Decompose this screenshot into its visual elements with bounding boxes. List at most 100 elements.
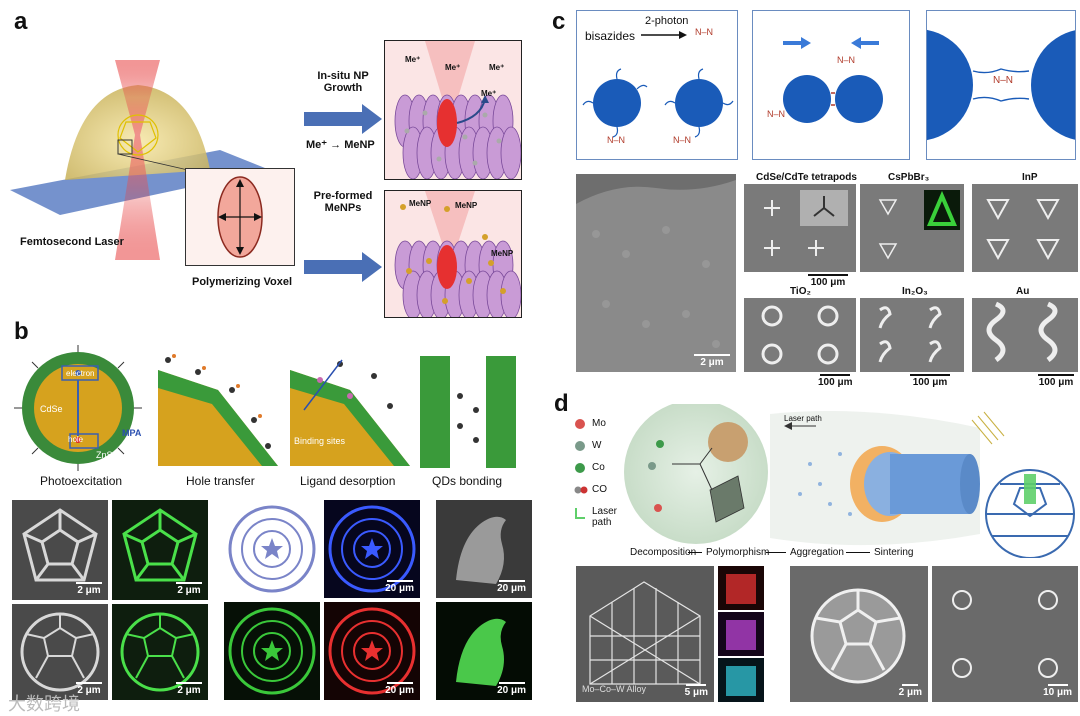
cdse-label: CdSe bbox=[40, 404, 63, 414]
step-arrow bbox=[766, 552, 786, 553]
fluor-dodecahedron: 2 μm bbox=[112, 500, 208, 600]
legend-item-w: W bbox=[574, 440, 601, 452]
path2-title: Pre-formed MeNPs bbox=[313, 190, 373, 214]
legend-swatch bbox=[575, 463, 585, 473]
ion-label: Me⁺ bbox=[489, 63, 505, 72]
laser-label: Femtosecond Laser bbox=[20, 236, 124, 248]
sample-title: InP bbox=[1022, 172, 1038, 183]
scale-bar: 100 μm bbox=[1038, 374, 1074, 388]
ion-label: Me⁺ bbox=[445, 63, 461, 72]
caption-qds-bonding: QDs bonding bbox=[432, 474, 503, 488]
qd-photoexcitation: electron hole CdSe ZnS MPA bbox=[10, 344, 150, 472]
panel-b-label: b bbox=[14, 318, 29, 345]
qd-bonding bbox=[420, 356, 516, 468]
np-label: MeNP bbox=[409, 199, 432, 208]
scale-bar: 2 μm bbox=[899, 684, 922, 698]
scale-bar: 20 μm bbox=[497, 682, 526, 696]
scale-bar: 20 μm bbox=[497, 580, 526, 594]
scale-bar: 100 μm bbox=[818, 374, 852, 388]
zns-label: ZnS bbox=[96, 450, 113, 460]
panel-d-label: d bbox=[554, 390, 569, 417]
sem-alloy-lattice: Mo–Co–W Alloy 5 μm bbox=[576, 566, 714, 702]
voxel-inset bbox=[185, 168, 295, 266]
azide-label: N–N bbox=[993, 75, 1014, 86]
sample-title: In₂O₃ bbox=[902, 286, 928, 297]
path2-arrow bbox=[304, 252, 382, 282]
ion-label: Me⁺ bbox=[405, 55, 421, 64]
fluor-horse: 20 μm bbox=[436, 602, 532, 700]
sem-horse: 20 μm bbox=[436, 500, 532, 598]
panel-c-label: c bbox=[552, 8, 566, 35]
legend-item-carbon-monoxide: CO bbox=[574, 484, 607, 496]
bisazide-step-2: N–N N–N bbox=[752, 10, 910, 160]
caption-photoexcitation: Photoexcitation bbox=[40, 474, 123, 488]
bisazides-label: bisazides bbox=[585, 29, 636, 43]
process-step: Decomposition bbox=[630, 547, 697, 558]
hole-label: hole bbox=[68, 435, 84, 444]
sem-cspbbr3 bbox=[860, 184, 964, 272]
path1-reaction: Me⁺ → MeNP bbox=[306, 139, 375, 151]
ion-label: Me⁺ bbox=[481, 89, 497, 98]
voxel-label: Polymerizing Voxel bbox=[192, 276, 293, 288]
seal-blue: 20 μm bbox=[324, 500, 420, 598]
sem-tetrapods bbox=[744, 184, 856, 272]
eds-map-cyan bbox=[718, 658, 764, 702]
legend-swatch bbox=[574, 486, 582, 494]
sem-inp bbox=[972, 184, 1078, 272]
scale-bar: 2 μm bbox=[694, 354, 730, 368]
qd-ligand-desorption: Binding sites bbox=[290, 350, 410, 466]
scale-bar: 2 μm bbox=[76, 682, 102, 696]
scale-bar: 2 μm bbox=[176, 582, 202, 596]
scale-bar: 5 μm bbox=[685, 684, 708, 698]
scale-bar: 100 μm bbox=[808, 274, 848, 288]
laser-path-label: Laser path bbox=[784, 414, 822, 423]
np-label: MeNP bbox=[491, 249, 514, 258]
fluor-fullerene: 2 μm bbox=[112, 604, 208, 700]
np-label: MeNP bbox=[455, 201, 478, 210]
sem-tio2 bbox=[744, 298, 856, 372]
two-photon-label: 2-photon bbox=[645, 15, 689, 27]
sample-title: Au bbox=[1016, 286, 1030, 297]
alloy-label: Mo–Co–W Alloy bbox=[582, 684, 647, 694]
legend-swatch bbox=[575, 419, 585, 429]
legend: Mo W Co CO Laser path bbox=[574, 418, 634, 542]
legend-item-mo: Mo bbox=[574, 418, 606, 430]
sem-alloy-fullerene: 2 μm bbox=[790, 566, 928, 702]
caption-ligand-desorption: Ligand desorption bbox=[300, 474, 396, 488]
scale-bar: 2 μm bbox=[76, 582, 102, 596]
qd-hole-transfer bbox=[158, 350, 278, 466]
bisazide-step-1: bisazides 2-photon N–N N–N N–N bbox=[576, 10, 738, 160]
step-arrow bbox=[846, 552, 870, 553]
process-step: Aggregation bbox=[790, 547, 844, 558]
scale-bar: 20 μm bbox=[385, 580, 414, 594]
sem-fullerene: 2 μm bbox=[12, 604, 108, 700]
scale-bar: 100 μm bbox=[910, 374, 950, 388]
sem-in2o3 bbox=[860, 298, 964, 372]
azide-label: N–N bbox=[695, 27, 714, 37]
sem-alloy-array: 10 μm bbox=[932, 566, 1078, 702]
sem-film: 2 μm bbox=[576, 174, 736, 372]
azide-label: N–N bbox=[767, 109, 786, 119]
laser-illustration bbox=[10, 40, 270, 290]
process-step: Polymorphism bbox=[706, 547, 770, 558]
seal-green bbox=[224, 602, 320, 700]
watermark: 大数跨境 bbox=[8, 694, 80, 715]
sem-au bbox=[972, 298, 1078, 372]
sample-title: CsPbBr₃ bbox=[888, 172, 930, 183]
eds-map-red bbox=[718, 566, 764, 610]
preformed-np-box: MeNP MeNP MeNP bbox=[384, 190, 522, 318]
process-illustration: Laser path bbox=[620, 404, 1080, 558]
scale-bar: 20 μm bbox=[385, 682, 414, 696]
sample-title: TiO₂ bbox=[790, 286, 811, 297]
sem-dodecahedron: 2 μm bbox=[12, 500, 108, 600]
mpa-label: MPA bbox=[122, 428, 142, 438]
scale-bar: 2 μm bbox=[176, 682, 202, 696]
caption-hole-transfer: Hole transfer bbox=[186, 474, 255, 488]
seal-red: 20 μm bbox=[324, 602, 420, 700]
sample-title: CdSe/CdTe tetrapods bbox=[756, 172, 857, 183]
scale-bar: 10 μm bbox=[1043, 684, 1072, 698]
azide-label: N–N bbox=[837, 55, 856, 65]
process-step: Sintering bbox=[874, 547, 914, 558]
panel-a-label: a bbox=[14, 8, 28, 35]
legend-item-co: Co bbox=[574, 462, 605, 474]
